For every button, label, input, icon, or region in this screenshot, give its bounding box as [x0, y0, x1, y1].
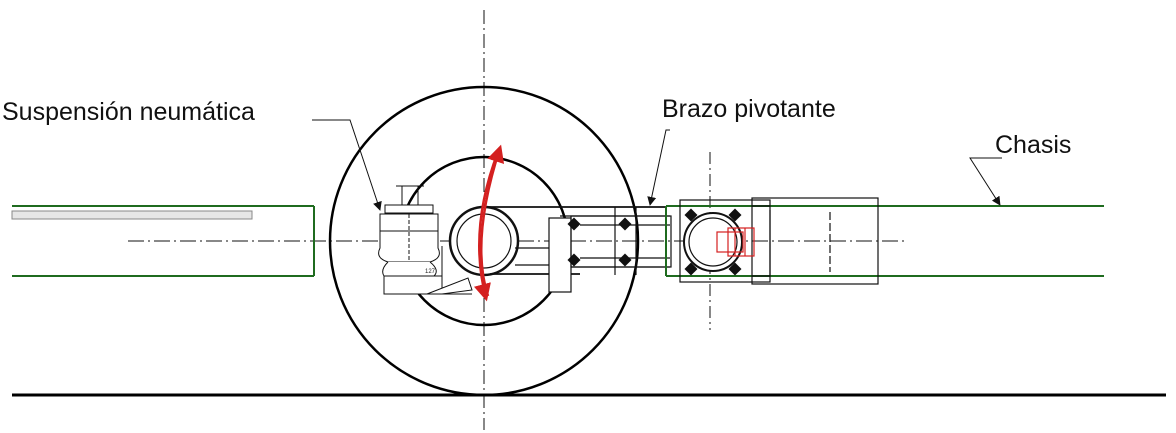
wheel-outer-circle	[328, 85, 640, 397]
rotation-arrow-return	[473, 151, 500, 302]
air-suspension-leader	[312, 119, 382, 211]
label-air-suspension: Suspensión neumática	[2, 98, 255, 126]
pivot-arm	[448, 205, 672, 293]
label-chassis: Chasis	[995, 131, 1072, 159]
right-chassis-beam	[665, 205, 1104, 277]
label-pivot-arm: Brazo pivotante	[662, 95, 836, 123]
pivot-arm-leader	[647, 129, 670, 206]
chassis-leader	[969, 157, 1002, 206]
left-chassis-beam	[11, 205, 315, 277]
dimension-value: 127	[425, 269, 436, 275]
red-bracket-detail	[716, 227, 755, 257]
air-spring	[378, 185, 473, 295]
